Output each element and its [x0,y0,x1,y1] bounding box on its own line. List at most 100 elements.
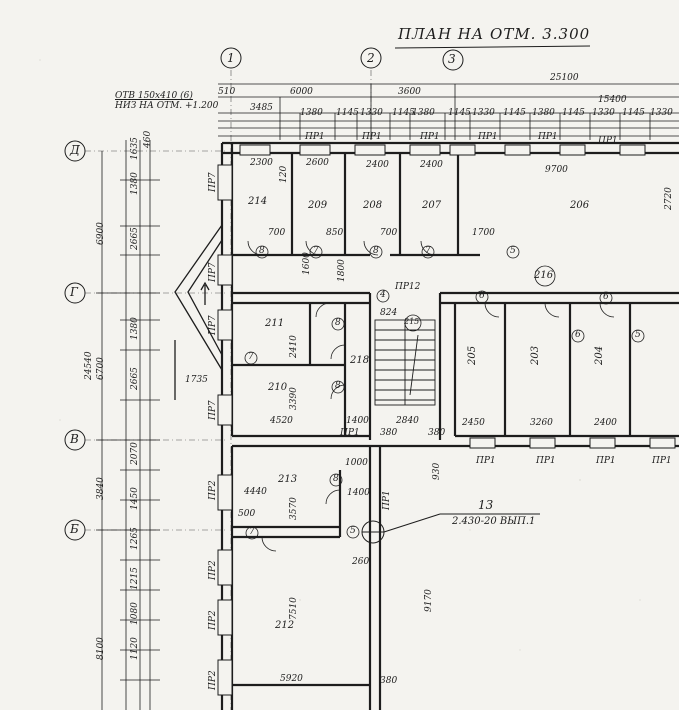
room-number: 209 [308,200,328,211]
dim-2400: 2400 [594,418,617,428]
door-mark: 6 [603,292,609,302]
door-mark: 6 [575,330,581,340]
door-mark: 5 [510,246,516,256]
dim-1380-b: 1380 [412,108,435,118]
dim-2665: 2665 [130,227,140,250]
dim-1145-b: 1145 [392,108,415,118]
top-dimension-lines [218,83,679,140]
window-label-2: ПР2 [208,670,218,690]
room-number: 208 [363,200,383,211]
door-mark: 7 [425,246,431,256]
dim-4520: 4520 [270,416,293,426]
dim-1380: 1380 [300,108,323,118]
dim-1330: 1330 [360,108,383,118]
axis-bubble-V [64,429,86,451]
dim-1080: 1080 [130,602,140,625]
axis-label-V: В [70,432,79,446]
room-number: 210 [268,382,288,393]
dim-5920: 5920 [280,674,303,684]
dim-3260: 3260 [530,418,553,428]
door-mark: 7 [249,527,255,537]
axis-bubble-B [64,519,86,541]
axis-bubble-D [64,140,86,162]
dim-2410: 2410 [289,335,299,358]
window-label: ПР1 [536,456,556,466]
dim-330: 380 [380,676,398,686]
node-callout [361,513,540,544]
left-dimension-lines [96,140,160,710]
dim-8100: 8100 [96,637,106,660]
axis-label-1: 1 [227,51,235,65]
dim-700: 700 [268,228,286,238]
opening-note-1: ОТВ 150х410 (6) [115,91,193,101]
node-callout-reference: 2.430-20 ВЫП.1 [452,516,536,527]
dim-1145-e: 1145 [562,108,585,118]
dim-7510: 7510 [289,597,299,620]
dim-510: 510 [218,87,236,97]
dim-500: 500 [238,509,256,519]
dim-6000: 6000 [290,87,313,97]
door-mark-circles [244,245,645,540]
dim-1400: 1400 [346,416,369,426]
door-mark: 8 [373,246,379,256]
dim-380: 380 [380,428,398,438]
dim-3840: 3840 [96,477,106,500]
dim-9700: 9700 [545,165,568,175]
dim-1145-d: 1145 [503,108,526,118]
door-mark: 4 [380,290,386,300]
axis-label-G: Г [70,285,78,299]
dim-1330-b: 1330 [472,108,495,118]
node-callout-number: 13 [478,498,494,512]
door-mark: 7 [248,352,254,362]
window-label-2: ПР2 [208,560,218,580]
dim-1145-c: 1145 [448,108,471,118]
opening-note-2: НИЗ НА ОТМ. +1.200 [115,101,219,111]
room-number: 215 [404,317,420,326]
dim-1380: 1380 [130,172,140,195]
dim-1330-c: 1330 [592,108,615,118]
room-number: 203 [530,345,541,365]
door-mark: 5 [350,526,356,536]
dim-2070: 2070 [130,442,140,465]
dim-1145-f: 1145 [622,108,645,118]
dim-1635: 1635 [130,137,140,160]
room-number: 216 [534,270,554,281]
dim-2400: 2400 [366,160,389,170]
dim-260: 260 [352,557,370,567]
dim-1215: 1215 [130,567,140,590]
door-mark: 7 [313,246,319,256]
dim-1400: 1400 [347,488,370,498]
window-label-1v: ПР1 [382,490,392,510]
dim-824: 824 [380,308,398,318]
window-label-7: ПР7 [208,172,218,192]
dim-930: 930 [432,462,442,480]
window-label: ПР1 [420,132,440,142]
window-label: ПР1 [598,136,618,146]
dim-850: 850 [326,228,344,238]
dim-1735: 1735 [185,375,208,385]
door-mark: 8 [259,246,265,256]
window-label: ПР1 [476,456,496,466]
window-label-2: ПР2 [208,480,218,500]
dim-6700: 6700 [96,357,106,380]
dim-1380-c: 1380 [532,108,555,118]
dim-1600: 1600 [302,252,312,275]
dim-4440: 4440 [244,487,267,497]
dim-1265: 1265 [130,527,140,550]
dim-1120: 1120 [130,637,140,660]
dim-1380: 1380 [130,317,140,340]
windows-top [239,144,676,449]
dim-2300: 2300 [250,158,273,168]
dim-2665: 2665 [130,367,140,390]
dim-2600: 2600 [306,158,329,168]
window-label-7: ПР7 [208,315,218,335]
window-label-7: ПР7 [208,400,218,420]
dim-6900: 6900 [96,222,106,245]
sheet-number-circle [442,49,464,71]
room-number: 211 [265,318,285,329]
dim-2720: 2720 [664,187,674,210]
window-label: ПР1 [362,132,382,142]
staircase [374,319,436,406]
door-mark: 8 [335,318,341,328]
